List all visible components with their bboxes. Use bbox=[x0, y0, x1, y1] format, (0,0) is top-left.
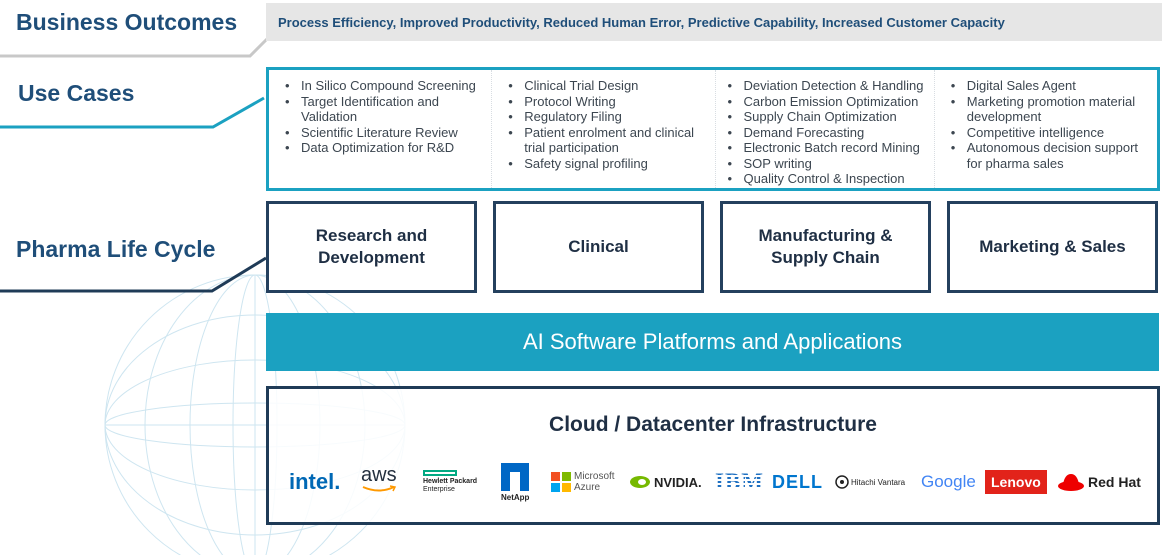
use-case-item: Regulatory Filing bbox=[508, 109, 708, 125]
use-cases-connector bbox=[0, 96, 265, 129]
business-outcomes-connector bbox=[0, 36, 270, 58]
redhat-logo: Red Hat bbox=[1057, 467, 1141, 497]
use-cases-box: In Silico Compound Screening Target Iden… bbox=[266, 67, 1160, 191]
use-cases-marketing: Digital Sales Agent Marketing promotion … bbox=[935, 70, 1157, 188]
use-case-item: Data Optimization for R&D bbox=[285, 140, 485, 156]
use-case-item: Safety signal profiling bbox=[508, 156, 708, 172]
use-case-item: Electronic Batch record Mining bbox=[727, 140, 928, 156]
use-cases-clinical: Clinical Trial Design Protocol Writing R… bbox=[492, 70, 716, 188]
intel-logo: intel. bbox=[289, 467, 340, 497]
use-case-item: Clinical Trial Design bbox=[508, 78, 708, 94]
aws-smile-icon bbox=[362, 485, 397, 492]
life-cycle-research: Research and Development bbox=[266, 201, 477, 293]
microsoft-windows-icon bbox=[551, 472, 571, 492]
life-cycle-clinical: Clinical bbox=[493, 201, 704, 293]
use-case-item: Quality Control & Inspection bbox=[727, 171, 928, 187]
life-cycle-marketing: Marketing & Sales bbox=[947, 201, 1158, 293]
use-cases-manufacturing: Deviation Detection & Handling Carbon Em… bbox=[716, 70, 935, 188]
life-cycle-manufacturing-label: Manufacturing & Supply Chain bbox=[758, 226, 893, 267]
aws-logo-text: aws bbox=[361, 464, 397, 486]
business-outcomes-text: Process Efficiency, Improved Productivit… bbox=[278, 14, 1005, 30]
use-case-item: Patient enrolment and clinical trial par… bbox=[508, 125, 708, 156]
use-case-item: In Silico Compound Screening bbox=[285, 78, 485, 94]
redhat-hat-icon bbox=[1058, 474, 1084, 491]
use-case-item: Digital Sales Agent bbox=[951, 78, 1151, 94]
use-case-item: Deviation Detection & Handling bbox=[727, 78, 928, 94]
nvidia-logo: NVIDIA. bbox=[629, 467, 702, 497]
netapp-mark-icon bbox=[501, 463, 530, 491]
pharma-life-cycle-connector bbox=[0, 256, 267, 293]
use-case-item: SOP writing bbox=[727, 156, 928, 172]
infrastructure-title: Cloud / Datacenter Infrastructure bbox=[549, 413, 877, 436]
google-logo-text: Google bbox=[921, 472, 976, 491]
microsoft-azure-logo: Microsoft Azure bbox=[551, 467, 615, 497]
business-outcomes-label: Business Outcomes bbox=[16, 9, 238, 35]
microsoft-azure-text: Microsoft Azure bbox=[574, 471, 615, 493]
use-cases-label: Use Cases bbox=[18, 80, 135, 106]
life-cycle-marketing-label: Marketing & Sales bbox=[979, 237, 1126, 256]
use-case-item: Protocol Writing bbox=[508, 94, 708, 110]
hpe-logo: Hewlett Packard Enterprise bbox=[423, 467, 477, 497]
intel-logo-text: intel. bbox=[289, 469, 341, 494]
lenovo-logo-text: Lenovo bbox=[991, 474, 1041, 490]
use-case-item: Autonomous decision support for pharma s… bbox=[951, 140, 1151, 171]
use-case-item: Marketing promotion material development bbox=[951, 94, 1151, 125]
life-cycle-clinical-label: Clinical bbox=[568, 237, 629, 256]
business-outcomes-bar: Process Efficiency, Improved Productivit… bbox=[266, 3, 1162, 41]
life-cycle-research-label: Research and Development bbox=[315, 226, 428, 267]
azure-logo-text: Azure bbox=[574, 482, 601, 493]
hitachi-vantara-logo: Hitachi Vantara bbox=[835, 467, 905, 497]
google-logo: Google bbox=[921, 467, 976, 497]
pharma-life-cycle-label: Pharma Life Cycle bbox=[16, 236, 216, 262]
hitachi-mark-icon bbox=[835, 475, 849, 489]
dell-logo-text: DELL bbox=[772, 471, 823, 492]
lenovo-logo: Lenovo bbox=[985, 470, 1047, 494]
netapp-logo-text: NetApp bbox=[501, 493, 530, 502]
life-cycle-manufacturing: Manufacturing & Supply Chain bbox=[720, 201, 931, 293]
hpe-rectangle-icon bbox=[423, 470, 457, 476]
ibm-logo: IBM bbox=[715, 467, 764, 497]
microsoft-logo-text: Microsoft bbox=[574, 471, 615, 482]
dell-logo: DELL bbox=[772, 467, 823, 497]
redhat-logo-text: Red Hat bbox=[1088, 474, 1141, 490]
use-case-item: Demand Forecasting bbox=[727, 125, 928, 141]
netapp-logo: NetApp bbox=[501, 463, 529, 507]
hpe-logo-text-line1: Hewlett Packard bbox=[423, 478, 478, 485]
hpe-logo-text-line2: Enterprise bbox=[423, 486, 455, 493]
use-case-item: Carbon Emission Optimization bbox=[727, 94, 928, 110]
ai-platform-label: AI Software Platforms and Applications bbox=[522, 329, 903, 354]
use-case-item: Target Identification and Validation bbox=[285, 94, 485, 125]
nvidia-logo-text: NVIDIA. bbox=[654, 474, 702, 490]
use-case-item: Competitive intelligence bbox=[951, 125, 1151, 141]
ibm-logo-text: IBM bbox=[715, 469, 764, 494]
hitachi-logo-text: Hitachi Vantara bbox=[851, 477, 906, 487]
aws-logo: aws bbox=[361, 465, 397, 499]
use-case-item: Supply Chain Optimization bbox=[727, 109, 928, 125]
use-case-item: Scientific Literature Review bbox=[285, 125, 485, 141]
infrastructure-box: Cloud / Datacenter Infrastructure intel.… bbox=[266, 386, 1160, 525]
ai-platform-bar: AI Software Platforms and Applications bbox=[266, 313, 1159, 371]
nvidia-eye-icon bbox=[630, 476, 650, 488]
use-cases-research: In Silico Compound Screening Target Iden… bbox=[269, 70, 493, 188]
